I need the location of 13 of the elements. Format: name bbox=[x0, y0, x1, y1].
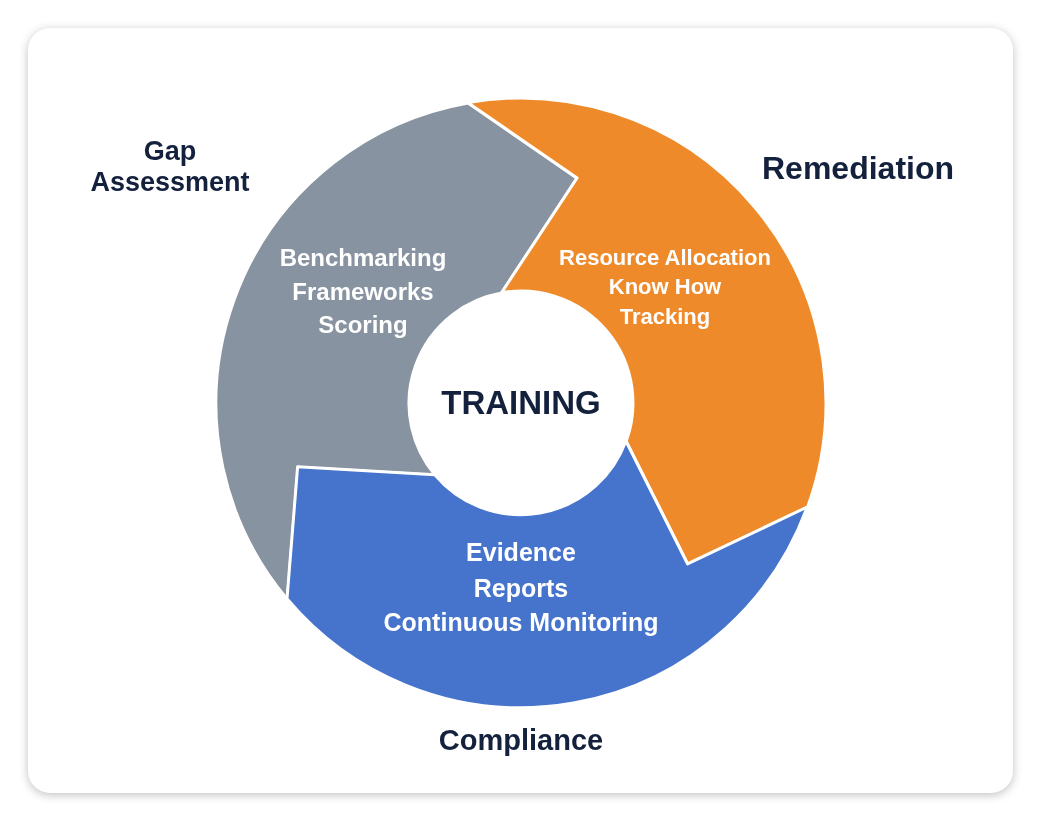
segment-text: Evidence bbox=[466, 539, 576, 567]
segment-text: Resource Allocation bbox=[559, 245, 771, 271]
segment-text: Continuous Monitoring bbox=[383, 609, 659, 637]
center-label: TRAINING bbox=[441, 384, 601, 422]
segment-text: Reports bbox=[473, 575, 569, 603]
stage-heading: Remediation bbox=[761, 149, 955, 187]
segment-text: Know How bbox=[608, 274, 722, 300]
segment-text: Scoring bbox=[318, 311, 408, 339]
stage-heading: Compliance bbox=[437, 724, 605, 758]
segment-text: Benchmarking bbox=[279, 244, 447, 272]
segment-text: Tracking bbox=[619, 304, 711, 330]
stage-heading: Gap Assessment bbox=[90, 135, 250, 199]
segment-text: Frameworks bbox=[292, 278, 434, 306]
